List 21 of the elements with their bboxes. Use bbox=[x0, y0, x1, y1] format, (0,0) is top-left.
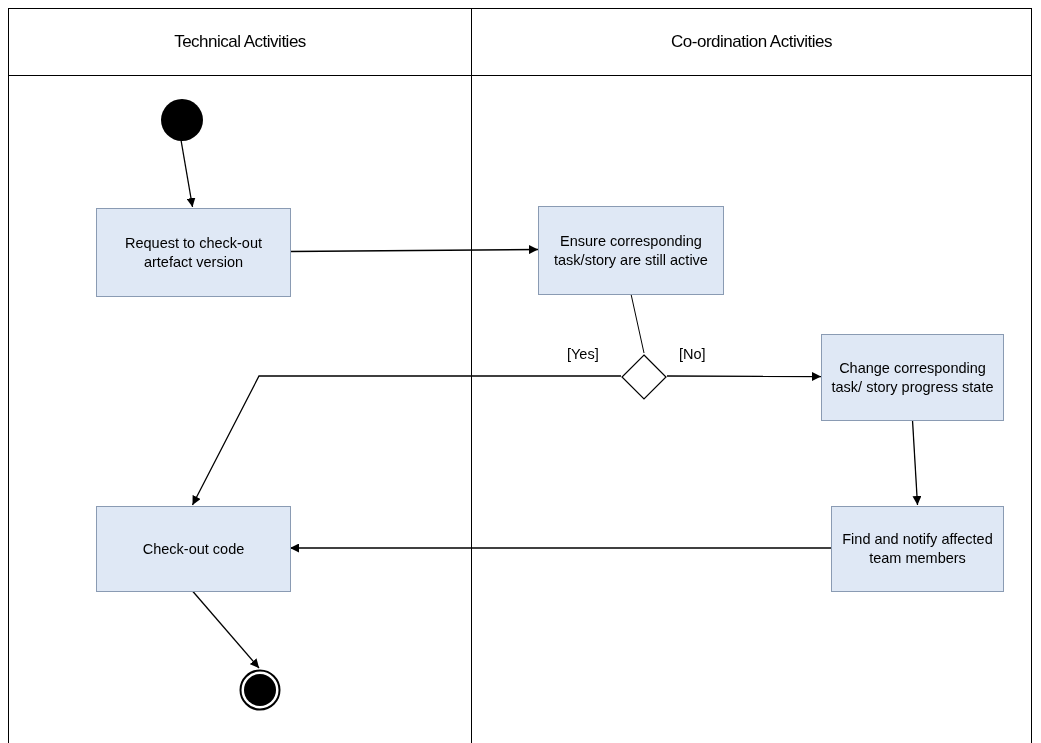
activity-box: Ensure corresponding task/story are still active bbox=[538, 206, 724, 295]
decision-diamond bbox=[621, 354, 667, 400]
end-node bbox=[239, 669, 281, 711]
arrow bbox=[191, 590, 260, 669]
swimlane bbox=[8, 8, 472, 743]
activity-box: Change corresponding task/ story progress state bbox=[821, 334, 1004, 421]
arrow bbox=[180, 139, 196, 208]
arrow bbox=[191, 375, 622, 506]
lane-heading: Technical Activities bbox=[174, 32, 306, 52]
arrow bbox=[911, 419, 922, 506]
start-node bbox=[161, 99, 203, 141]
activity-box: Check-out code bbox=[96, 506, 291, 592]
arrow bbox=[289, 245, 539, 255]
edge-label: [No] bbox=[678, 346, 707, 362]
lane-heading: Co-ordination Activities bbox=[671, 32, 832, 52]
activity-box: Find and notify affected team members bbox=[831, 506, 1004, 592]
swimlane bbox=[472, 8, 1032, 743]
edge-label: [Yes] bbox=[566, 346, 600, 362]
arrow bbox=[666, 371, 822, 381]
activity-box: Request to check-out artefact version bbox=[96, 208, 291, 297]
arrow bbox=[289, 543, 832, 553]
